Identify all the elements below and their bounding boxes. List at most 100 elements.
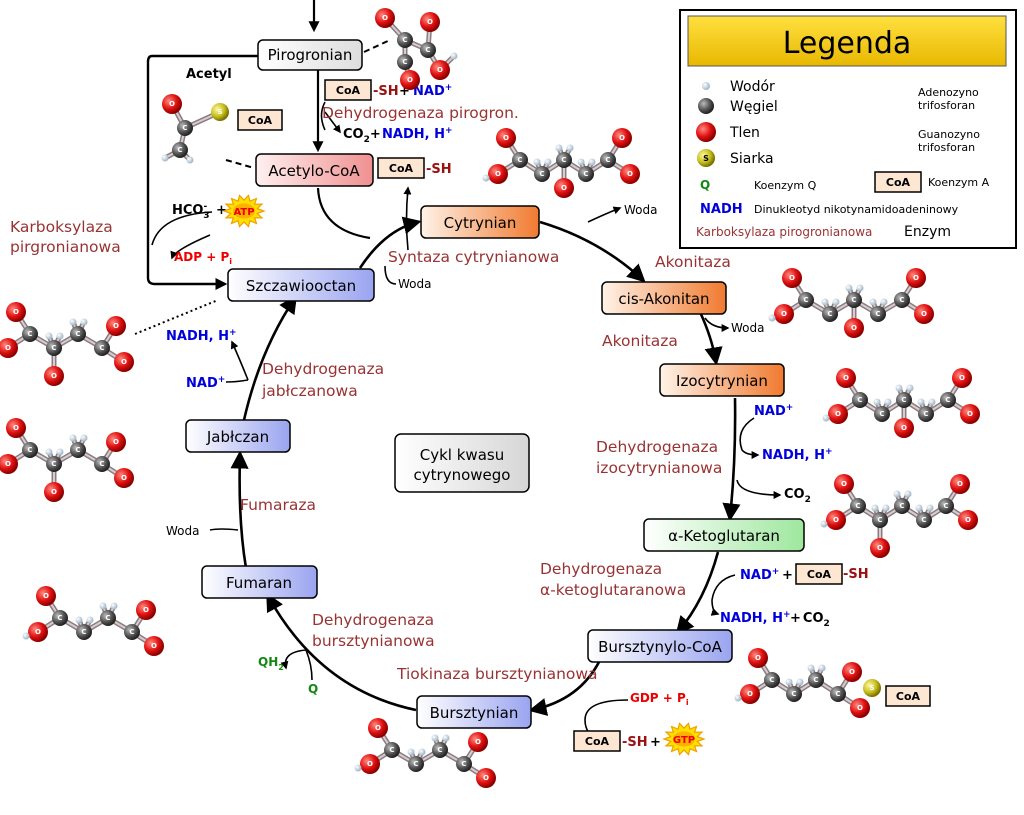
enzyme-pyruvate-carboxylase-2: pirgronianowa — [10, 238, 121, 256]
svg-text:C: C — [901, 396, 906, 404]
node-cytrynian[interactable]: Cytrynian — [420, 205, 540, 239]
svg-text:trifosforan: trifosforan — [918, 99, 975, 112]
svg-text:Dinukleotyd nikotynamidoadenin: Dinukleotyd nikotynamidoadeninowy — [754, 203, 959, 216]
svg-text:Bursztynian: Bursztynian — [430, 704, 519, 722]
svg-text:+: + — [782, 568, 793, 583]
svg-text:O: O — [901, 424, 907, 432]
node-izocytrynian[interactable]: Izocytrynian — [659, 363, 785, 397]
svg-text:O: O — [833, 516, 839, 524]
svg-text:C: C — [899, 502, 904, 510]
cofactor-labels: CoA -SH + NAD+ CO2 + NADH, H+ CoA -SH Ace… — [166, 67, 869, 752]
svg-text:Cykl kwasu: Cykl kwasu — [420, 446, 504, 464]
svg-text:Bursztynylo-CoA: Bursztynylo-CoA — [598, 638, 722, 656]
svg-text:NAD+: NAD+ — [186, 375, 225, 391]
coa-box-keto: CoA — [795, 563, 843, 585]
svg-text:C: C — [857, 396, 862, 404]
node-jablczan[interactable]: Jabłczan — [185, 419, 291, 453]
svg-text:α-Ketoglutaran: α-Ketoglutaran — [668, 527, 780, 545]
node-alfa-ketoglutaran[interactable]: α-Ketoglutaran — [643, 518, 805, 552]
svg-text:C: C — [51, 460, 56, 468]
svg-text:C: C — [945, 396, 950, 404]
svg-text:O: O — [843, 374, 849, 382]
svg-text:O: O — [51, 488, 57, 496]
svg-text:C: C — [99, 344, 104, 352]
svg-text:O: O — [483, 774, 489, 782]
svg-text:Cytrynian: Cytrynian — [444, 214, 517, 232]
svg-text:Pirogronian: Pirogronian — [268, 46, 353, 64]
svg-text:QH2: QH2 — [258, 655, 284, 672]
node-bursztynian[interactable]: Bursztynian — [416, 695, 532, 729]
legend-title: Legenda — [783, 26, 912, 61]
svg-text:NADH: NADH — [700, 202, 743, 217]
svg-text:Acetyl: Acetyl — [186, 67, 232, 82]
svg-text:ADP + Pi: ADP + Pi — [174, 250, 232, 266]
node-pirogronian[interactable]: Pirogronian — [257, 39, 363, 71]
svg-text:C: C — [402, 36, 407, 44]
enzyme-fumarase: Fumaraza — [240, 496, 316, 514]
node-szczawiooctan[interactable]: Szczawiooctan — [227, 268, 375, 302]
svg-text:O: O — [503, 134, 509, 142]
enzyme-succinate-dh-1: Dehydrogenaza — [312, 611, 434, 629]
svg-text:C: C — [51, 344, 56, 352]
svg-text:O: O — [35, 628, 41, 636]
svg-text:Jabłczan: Jabłczan — [206, 428, 269, 446]
svg-text:Fumaran: Fumaran — [226, 574, 292, 592]
svg-text:Q: Q — [700, 178, 710, 192]
svg-text:O: O — [841, 480, 847, 488]
svg-text:C: C — [851, 296, 856, 304]
svg-text:O: O — [43, 592, 49, 600]
svg-text:O: O — [913, 274, 919, 282]
svg-text:O: O — [755, 654, 761, 662]
svg-text:Węgiel: Węgiel — [730, 99, 778, 115]
svg-text:C: C — [413, 760, 418, 768]
enzyme-isocitrate-dh-1: Dehydrogenaza — [596, 438, 718, 456]
svg-text:O: O — [407, 76, 413, 84]
svg-text:ATP: ATP — [233, 207, 254, 218]
svg-text:Woda: Woda — [731, 321, 764, 335]
svg-text:O: O — [5, 344, 11, 352]
enzyme-isocitrate-dh-2: izocytrynianowa — [596, 459, 722, 477]
legend-coa-box: CoA — [874, 171, 922, 193]
svg-text:C: C — [921, 516, 926, 524]
svg-text:Q: Q — [308, 682, 318, 696]
svg-text:Szczawiooctan: Szczawiooctan — [246, 277, 356, 295]
svg-text:O: O — [849, 668, 855, 676]
svg-text:O: O — [121, 474, 127, 482]
enzyme-citrate-synthase: Syntaza cytrynianowa — [388, 248, 559, 266]
svg-text:C: C — [182, 124, 187, 132]
svg-text:NADH, H+: NADH, H+ — [720, 610, 791, 626]
svg-text:O: O — [957, 480, 963, 488]
svg-text:O: O — [877, 544, 883, 552]
enzyme-labels: Dehydrogenaza pirogron. Karboksylaza pir… — [10, 104, 731, 683]
node-acetylo-coa[interactable]: Acetylo-CoA — [255, 153, 374, 187]
svg-text:CO2: CO2 — [784, 487, 811, 505]
svg-text:NADH, H+: NADH, H+ — [382, 126, 453, 142]
node-fumaran[interactable]: Fumaran — [201, 565, 318, 599]
svg-text:C: C — [27, 446, 32, 454]
svg-text:Woda: Woda — [398, 277, 431, 291]
svg-text:O: O — [382, 14, 388, 22]
svg-text:-SH: -SH — [373, 84, 399, 99]
svg-text:C: C — [81, 628, 86, 636]
node-bursztynylo-coa[interactable]: Bursztynylo-CoA — [587, 629, 733, 663]
svg-text:+: + — [650, 735, 661, 750]
svg-text:O: O — [781, 310, 787, 318]
hydrogen-atom-icon — [702, 82, 710, 90]
svg-text:O: O — [561, 184, 567, 192]
svg-text:Woda: Woda — [624, 203, 657, 217]
svg-text:cytrynowego: cytrynowego — [414, 466, 511, 484]
svg-text:-SH: -SH — [843, 567, 869, 582]
coa-box-acetyl: CoA — [377, 157, 425, 179]
sulfur-atom-icon — [697, 149, 715, 167]
svg-text:C: C — [605, 156, 610, 164]
svg-text:C: C — [539, 170, 544, 178]
node-cis-akonitan[interactable]: cis-Akonitan — [601, 281, 727, 315]
svg-text:O: O — [375, 724, 381, 732]
svg-text:S: S — [217, 108, 222, 116]
svg-text:Adenozyno: Adenozyno — [918, 86, 979, 99]
